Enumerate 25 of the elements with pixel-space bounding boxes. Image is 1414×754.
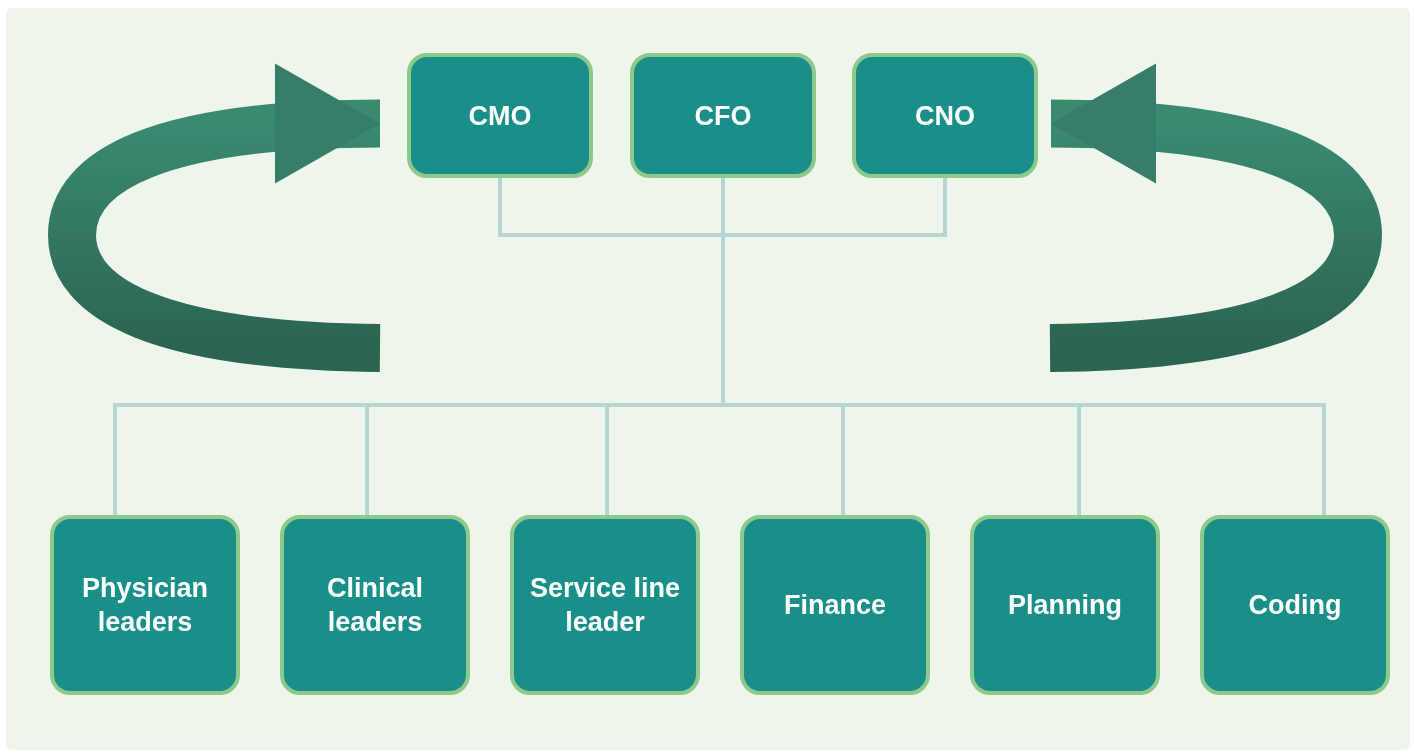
node-label: Service line leader bbox=[528, 572, 682, 639]
curved-arrow bbox=[1049, 65, 1382, 372]
node-label: CNO bbox=[915, 99, 975, 133]
team-box bbox=[740, 515, 930, 695]
connector-line bbox=[605, 403, 723, 515]
executive-box bbox=[407, 53, 593, 178]
team-box bbox=[1200, 515, 1390, 695]
team-box bbox=[280, 515, 470, 695]
node-label: Physician leaders bbox=[80, 572, 210, 639]
team-box bbox=[510, 515, 700, 695]
executive-box bbox=[630, 53, 816, 178]
node-label: Clinical leaders bbox=[326, 572, 424, 639]
team-box bbox=[50, 515, 240, 695]
executive-box bbox=[852, 53, 1038, 178]
connector-line bbox=[721, 235, 725, 405]
team-box bbox=[970, 515, 1160, 695]
node-label: Planning bbox=[1008, 589, 1122, 622]
connector-line bbox=[723, 178, 947, 237]
curved-arrow bbox=[48, 65, 381, 372]
node-label: Finance bbox=[784, 589, 886, 622]
connector-line bbox=[498, 178, 723, 237]
node-label: Coding bbox=[1248, 589, 1342, 622]
node-label: CMO bbox=[468, 99, 532, 133]
node-label: CFO bbox=[694, 99, 752, 133]
connector-line bbox=[721, 178, 725, 235]
